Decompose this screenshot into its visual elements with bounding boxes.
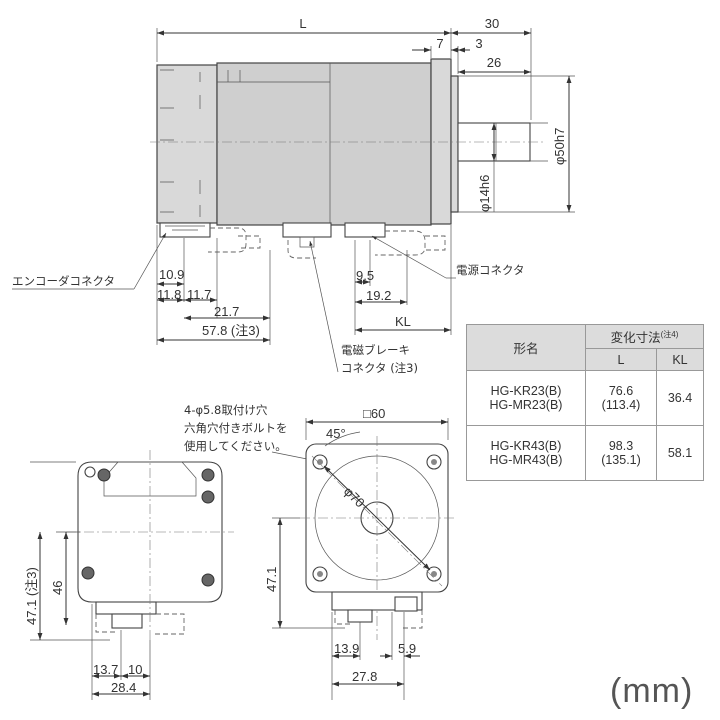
header-dims-label: 変化寸法 <box>610 331 661 345</box>
header-dims: 変化寸法(注4) <box>585 324 704 349</box>
mounting-note-1: 4-φ5.8取付け穴 <box>184 403 268 417</box>
flange <box>430 58 452 225</box>
dim-13-9: 13.9 <box>334 641 359 656</box>
power-connector <box>344 222 386 238</box>
dim-angle-45: 45° <box>326 426 346 441</box>
encoder-cover <box>156 64 218 224</box>
dim-11-7: 11.7 <box>187 287 211 302</box>
KL-cell: 58.1 <box>656 425 704 481</box>
dim-KL: KL <box>395 314 411 329</box>
dim-10-9: 10.9 <box>159 267 184 282</box>
dim-19-2: 19.2 <box>366 288 391 303</box>
dimension-table: 形名 変化寸法(注4) L KL HG-KR23(B)HG-MR23(B) 76… <box>466 324 704 481</box>
power-connector-label: 電源コネクタ <box>456 263 525 277</box>
mounting-note-2: 六角穴付きボルトを <box>184 421 288 435</box>
L-cell: 76.6(113.4) <box>585 370 657 426</box>
dim-5-9: 5.9 <box>398 641 416 656</box>
motor-body <box>216 62 432 226</box>
header-L: L <box>585 348 657 371</box>
rear-bolt-holes <box>81 466 215 587</box>
dim-3: 3 <box>475 36 482 51</box>
dim-26: 26 <box>487 55 501 70</box>
L-cell: 98.3(135.1) <box>585 425 657 481</box>
front-mount-holes <box>312 454 442 582</box>
dim-47-1-note: 47.1 (注3) <box>24 567 39 625</box>
dim-46: 46 <box>50 581 65 595</box>
header-dims-note: (注4) <box>660 329 679 339</box>
dim-27-8: 27.8 <box>352 669 377 684</box>
rear-view: 47.1 (注3) 46 13.7 10 28.4 4-φ5.8取付け穴 六角穴… <box>24 403 313 700</box>
dim-L: L <box>299 16 306 31</box>
dim-10: 10 <box>128 662 142 677</box>
dim-30: 30 <box>485 16 499 31</box>
dim-square-60: □60 <box>363 406 385 421</box>
encoder-connector-label: エンコーダコネクタ <box>12 274 115 288</box>
dim-28-4: 28.4 <box>111 680 136 695</box>
table-row: HG-KR23(B)HG-MR23(B) 76.6(113.4) 36.4 <box>466 370 704 426</box>
table-row: HG-KR43(B)HG-MR43(B) 98.3(135.1) 58.1 <box>466 425 704 481</box>
side-view: L 30 7 3 26 φ14h6 φ50h7 10.9 11. <box>12 16 575 375</box>
pilot <box>450 75 459 213</box>
header-KL: KL <box>656 348 704 371</box>
dim-pilot-dia: φ50h7 <box>552 128 567 165</box>
header-model: 形名 <box>466 324 586 371</box>
dim-13-7: 13.7 <box>93 662 118 677</box>
dim-21-7: 21.7 <box>214 304 239 319</box>
dim-9-5: 9.5 <box>356 268 374 283</box>
dim-11-8: 11.8 <box>157 287 181 302</box>
dim-7: 7 <box>436 36 443 51</box>
brake-connector-label-2: コネクタ (注3) <box>341 361 418 375</box>
brake-connector-label-1: 電磁ブレーキ <box>341 343 410 357</box>
brake-connector <box>282 222 332 238</box>
model-cell: HG-KR23(B)HG-MR23(B) <box>466 370 586 426</box>
dim-57-8: 57.8 (注3) <box>202 323 260 338</box>
mounting-note-3: 使用してください。 <box>184 439 287 453</box>
unit-label: (mm) <box>610 672 694 710</box>
KL-cell: 36.4 <box>656 370 704 426</box>
model-cell: HG-KR43(B)HG-MR43(B) <box>466 425 586 481</box>
dim-47-1: 47.1 <box>264 567 279 592</box>
front-view: □60 45° φ70 47.1 13.9 5.9 27.8 <box>264 406 456 700</box>
dim-shaft-dia: φ14h6 <box>477 175 492 212</box>
